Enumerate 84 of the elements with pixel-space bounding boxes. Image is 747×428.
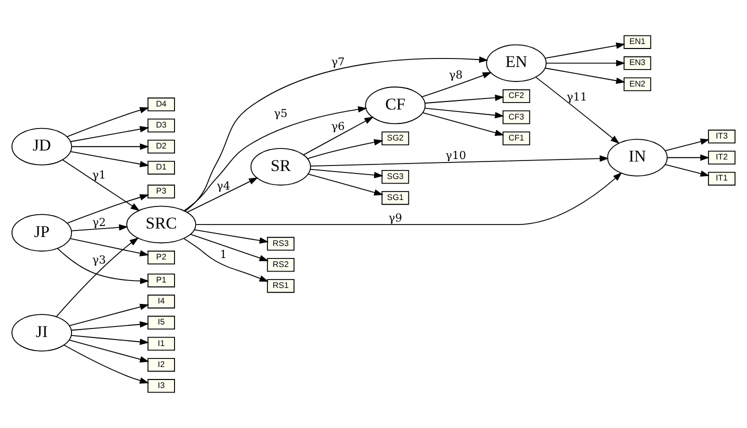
node-ellipse: IN: [607, 138, 668, 176]
arrow: [71, 143, 150, 150]
node-box: IT3: [708, 130, 736, 144]
edge-label: γ8: [449, 68, 463, 82]
arrow: [62, 159, 140, 211]
arrow: [666, 154, 710, 161]
edge-label: γ9: [388, 211, 402, 224]
arrow: [71, 224, 128, 232]
arrow: [70, 238, 150, 256]
arrow: [56, 238, 139, 317]
node-box: D1: [148, 160, 175, 175]
arrow: [424, 94, 504, 104]
node-box: D4: [148, 98, 175, 112]
arrow: [66, 107, 150, 138]
node-box: RS1: [266, 279, 294, 293]
node-box: EN3: [624, 56, 652, 70]
edge-label: γ3: [92, 254, 106, 267]
arrow: [422, 72, 492, 98]
arrow: [184, 56, 488, 212]
edge-label: γ2: [92, 216, 106, 230]
node-ellipse: EN: [486, 44, 547, 82]
edge-label: 1: [220, 248, 227, 262]
edge-label: γ1: [92, 168, 106, 182]
arrow: [63, 344, 149, 384]
arrow: [196, 172, 622, 225]
node-box: P3: [148, 184, 175, 198]
arrow: [67, 194, 150, 224]
node-box: I4: [148, 294, 175, 308]
node-ellipse: SRC: [126, 206, 196, 244]
node-box: IT2: [708, 150, 736, 164]
node-box: I1: [148, 336, 175, 351]
arrow: [68, 340, 150, 362]
arrow: [70, 126, 150, 142]
node-box: RS3: [266, 236, 294, 251]
arrow: [194, 229, 269, 244]
arrow: [303, 116, 374, 156]
arrow: [664, 164, 710, 177]
arrow: [190, 234, 269, 262]
arrow: [57, 248, 150, 284]
node-box: CF2: [502, 89, 530, 104]
node-box: SG1: [382, 191, 410, 205]
node-box: I3: [148, 379, 175, 393]
arrow: [186, 177, 258, 213]
node-box: I5: [148, 316, 175, 330]
node-ellipse: JP: [12, 214, 72, 252]
edge-label: γ10: [446, 149, 466, 162]
node-box: D2: [148, 140, 175, 154]
node-box: I2: [148, 358, 175, 372]
edge-label: γ11: [566, 90, 588, 104]
arrow: [308, 174, 384, 196]
arrow: [70, 151, 150, 168]
node-ellipse: JD: [12, 128, 72, 166]
arrow: [544, 68, 626, 84]
arrow: [68, 304, 150, 326]
node-box: EN2: [624, 77, 652, 92]
arrow: [184, 238, 269, 282]
node-box: RS2: [266, 258, 294, 272]
node-box: D3: [148, 118, 175, 132]
arrow: [546, 60, 626, 66]
node-box: EN1: [624, 35, 652, 49]
node-box: SG3: [382, 170, 410, 184]
edge-label: γ5: [274, 106, 288, 120]
edge-label: γ6: [331, 120, 345, 133]
arrow: [424, 108, 504, 118]
arrow: [71, 334, 150, 346]
edge-label: γ4: [216, 179, 230, 192]
node-box: SG2: [382, 131, 410, 146]
node-box: IT1: [708, 172, 736, 186]
edge-label: γ7: [331, 56, 345, 69]
node-box: P1: [148, 274, 175, 288]
arrow: [422, 112, 504, 136]
node-box: P2: [148, 250, 175, 264]
arrow: [307, 139, 384, 160]
node-box: CF1: [502, 131, 530, 146]
arrow: [310, 155, 609, 166]
node-ellipse: JI: [12, 314, 72, 352]
arrow: [544, 42, 626, 59]
arrow: [536, 76, 620, 144]
arrow: [184, 106, 368, 212]
node-box: CF3: [502, 110, 530, 124]
arrow: [310, 168, 384, 178]
node-ellipse: SR: [250, 148, 311, 186]
arrow: [71, 321, 150, 331]
arrow: [664, 138, 710, 152]
